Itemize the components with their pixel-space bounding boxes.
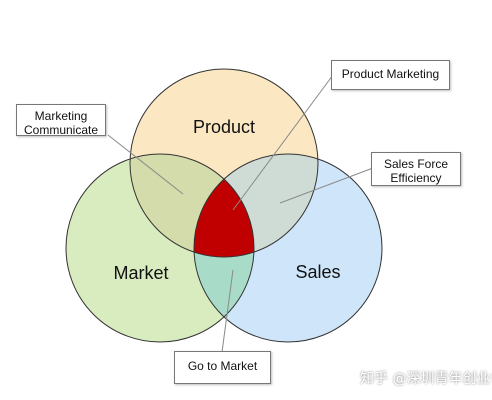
watermark-text: 知乎 @深圳青年创业者 — [360, 371, 492, 387]
connector-go-to-market — [221, 269, 234, 353]
connector-marketing-communicate — [107, 134, 184, 195]
circle-market-outline — [65, 153, 255, 343]
label-market: Market — [113, 263, 168, 283]
callout-sales-force-efficiency-line1: Sales Force — [383, 157, 449, 171]
callout-product-marketing-text: Product Marketing — [341, 67, 440, 81]
callout-go-to-market-text: Go to Market — [187, 359, 258, 373]
callout-marketing-communicate: Marketing Communicate — [16, 104, 106, 137]
circle-product-outline — [129, 68, 319, 258]
circle-sales-outline — [193, 153, 383, 343]
callout-marketing-communicate-line1: Marketing — [34, 109, 88, 123]
callout-marketing-communicate-line2: Communicate — [23, 123, 99, 137]
label-sales: Sales — [295, 262, 340, 282]
callout-sales-force-efficiency: Sales Force Efficiency — [371, 152, 461, 186]
callout-product-marketing: Product Marketing — [331, 60, 450, 90]
connector-product-marketing — [232, 74, 334, 211]
label-product: Product — [193, 117, 255, 137]
callout-go-to-market: Go to Market — [174, 351, 271, 384]
callout-sales-force-efficiency-line2: Efficiency — [390, 171, 442, 185]
connector-sales-force-efficiency — [279, 167, 374, 204]
